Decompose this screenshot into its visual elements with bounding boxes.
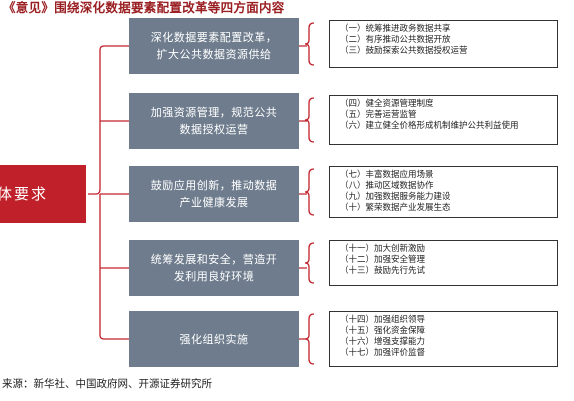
list-item: （十一）加大创新激励 [340,244,426,254]
list-item: （一）统筹推进政务数据共享 [340,24,451,34]
branch-node: 深化数据要素配置改革， 扩大公共数据资源供给 [129,18,299,74]
branch-label: 鼓励应用创新，推动数据 产业健康发展 [150,179,278,209]
list-item: （二）有序推动公共数据开放 [340,35,451,45]
list-item: （十五）强化资金保障 [340,326,426,336]
list-item: （十四）加强组织领导 [340,315,426,325]
branch-node: 统筹发展和安全，营造开 发利用良好环境 [129,240,299,296]
item-list: （十一）加大创新激励（十二）加强安全管理（十三）鼓励先行先试 [329,240,558,286]
branch-node: 强化组织实施 [129,311,299,367]
branch-label: 强化组织实施 [179,332,249,346]
branch-label: 加强资源管理，规范公共 数据授权运营 [150,106,278,136]
list-item: （十）繁荣数据产业发展生态 [340,203,451,213]
item-list: （十四）加强组织领导（十五）强化资金保障（十六）增强支撑能力（十七）加强评价监督 [329,311,558,367]
branch-node: 加强资源管理，规范公共 数据授权运营 [129,93,299,149]
list-item: （四）健全资源管理制度 [340,99,434,109]
list-item: （六）建立健全价格形成机制维护公共利益使用 [340,121,519,131]
branch-node: 鼓励应用创新，推动数据 产业健康发展 [129,166,299,222]
list-item: （十三）鼓励先行先试 [340,266,426,276]
leaf-brace [299,242,315,284]
item-list: （一）统筹推进政务数据共享（二）有序推动公共数据开放（三）鼓励探索公共数据授权运… [329,20,558,68]
branch-label: 统筹发展和安全，营造开 发利用良好环境 [150,253,278,283]
source-note: 来源：新华社、中国政府网、开源证券研究所 [2,378,212,390]
list-item: （十七）加强评价监督 [340,348,426,358]
figure-title: 《意见》围绕深化数据要素配置改革等四方面内容 [3,0,285,15]
list-item: （三）鼓励探索公共数据授权运营 [340,46,468,56]
leaf-brace [299,97,315,143]
leaf-brace [299,168,315,216]
leaf-brace [299,313,315,365]
list-item: （八）推动区域数据协作 [340,181,434,191]
item-list: （七）丰富数据应用场景（八）推动区域数据协作（九）加强数据服务能力建设（十）繁荣… [329,166,558,218]
root-node: 体要求 [0,165,86,223]
list-item: （十二）加强安全管理 [340,255,426,265]
list-item: （十六）增强支撑能力 [340,337,426,347]
list-item: （五）完善运营监管 [340,110,417,120]
item-list: （四）健全资源管理制度（五）完善运营监管（六）建立健全价格形成机制维护公共利益使… [329,95,558,145]
branch-label: 深化数据要素配置改革， 扩大公共数据资源供给 [150,31,278,61]
list-item: （九）加强数据服务能力建设 [340,192,451,202]
list-item: （七）丰富数据应用场景 [340,170,434,180]
leaf-brace [299,22,315,66]
root-brace [88,45,129,340]
